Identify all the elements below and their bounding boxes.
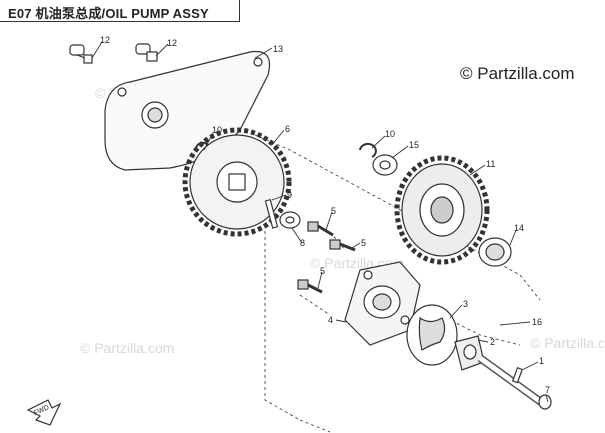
callout-5a: 5 xyxy=(331,206,336,216)
callout-13: 13 xyxy=(273,44,283,54)
callout-7: 7 xyxy=(545,385,550,395)
drive-gear xyxy=(182,127,292,237)
bolt-12-left xyxy=(69,44,93,64)
bearing-14 xyxy=(478,237,512,267)
washer-8 xyxy=(279,211,301,229)
watermark: © Partzilla.com xyxy=(80,340,175,356)
leader-lines xyxy=(91,41,549,403)
bolt-5-upper xyxy=(307,221,334,237)
callout-9: 9 xyxy=(287,190,292,200)
pump-shaft xyxy=(477,354,548,409)
driven-gear xyxy=(394,155,490,265)
diagram-title: E07 机油泵总成/OIL PUMP ASSY xyxy=(8,6,209,21)
callout-10b: 10 xyxy=(385,129,395,139)
title-box: E07 机油泵总成/OIL PUMP ASSY xyxy=(0,0,240,22)
washer-7 xyxy=(538,394,552,410)
snap-ring-10-right xyxy=(359,142,377,158)
bolt-12-right xyxy=(135,43,158,62)
brand-label: © Partzilla.com xyxy=(460,64,575,83)
callout-11: 11 xyxy=(486,159,495,169)
callout-1: 1 xyxy=(539,356,544,366)
pump-body xyxy=(344,261,421,346)
inner-rotor xyxy=(454,335,485,371)
callout-16: 16 xyxy=(532,317,542,327)
forward-arrow-icon: FWD xyxy=(26,399,62,426)
washer-15 xyxy=(372,154,398,176)
callout-8: 8 xyxy=(300,238,305,248)
callout-5c: 5 xyxy=(320,266,325,276)
callout-14: 14 xyxy=(514,223,524,233)
dowel-pin xyxy=(264,198,279,229)
callout-10a: 10 xyxy=(212,125,222,135)
callout-15: 15 xyxy=(409,140,419,150)
callout-4: 4 xyxy=(328,315,333,325)
watermark: © Partzilla.com xyxy=(530,335,605,351)
pin-1 xyxy=(511,366,523,384)
callout-6: 6 xyxy=(285,124,290,134)
callout-12a: 12 xyxy=(100,35,110,45)
callout-2: 2 xyxy=(490,337,495,347)
bolt-5-lower xyxy=(329,239,356,252)
callout-labels: 12 12 13 10 6 10 15 11 9 5 8 5 14 5 4 3 … xyxy=(100,35,550,395)
callout-5b: 5 xyxy=(361,238,366,248)
callout-12b: 12 xyxy=(167,38,177,48)
callout-3: 3 xyxy=(463,299,468,309)
outer-rotor xyxy=(406,304,458,366)
bolt-5-left xyxy=(297,279,323,294)
